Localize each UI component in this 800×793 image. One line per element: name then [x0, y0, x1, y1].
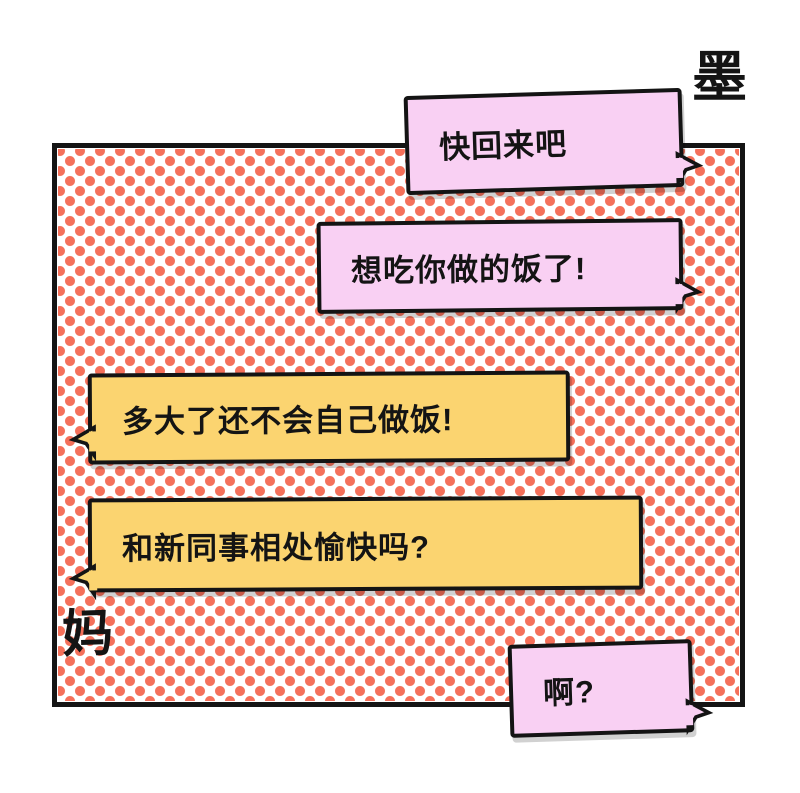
- character-name-ma: 妈: [61, 604, 114, 663]
- speech-bubble-2: 想吃你做的饭了!: [316, 218, 703, 315]
- tail-seam: [89, 431, 98, 452]
- bubble-text: 多大了还不会自己做饭!: [121, 402, 454, 440]
- tail-seam: [674, 284, 683, 305]
- tail-seam: [684, 705, 694, 726]
- bubble-text: 想吃你做的饭了!: [350, 250, 587, 289]
- character-name-mo: 墨: [692, 46, 748, 108]
- tail-seam: [89, 570, 98, 591]
- bubble-text: 和新同事相处愉快吗?: [121, 529, 431, 566]
- bubble-text: 啊?: [542, 674, 596, 711]
- bubble-text: 快回来吧: [438, 126, 568, 166]
- speech-bubble-5: 啊?: [507, 639, 714, 738]
- speech-bubble-4: 和新同事相处愉快吗?: [68, 495, 644, 601]
- speech-bubble-1: 快回来吧: [403, 87, 704, 196]
- tail-seam: [674, 157, 684, 179]
- speech-bubble-3: 多大了还不会自己做饭!: [68, 370, 571, 465]
